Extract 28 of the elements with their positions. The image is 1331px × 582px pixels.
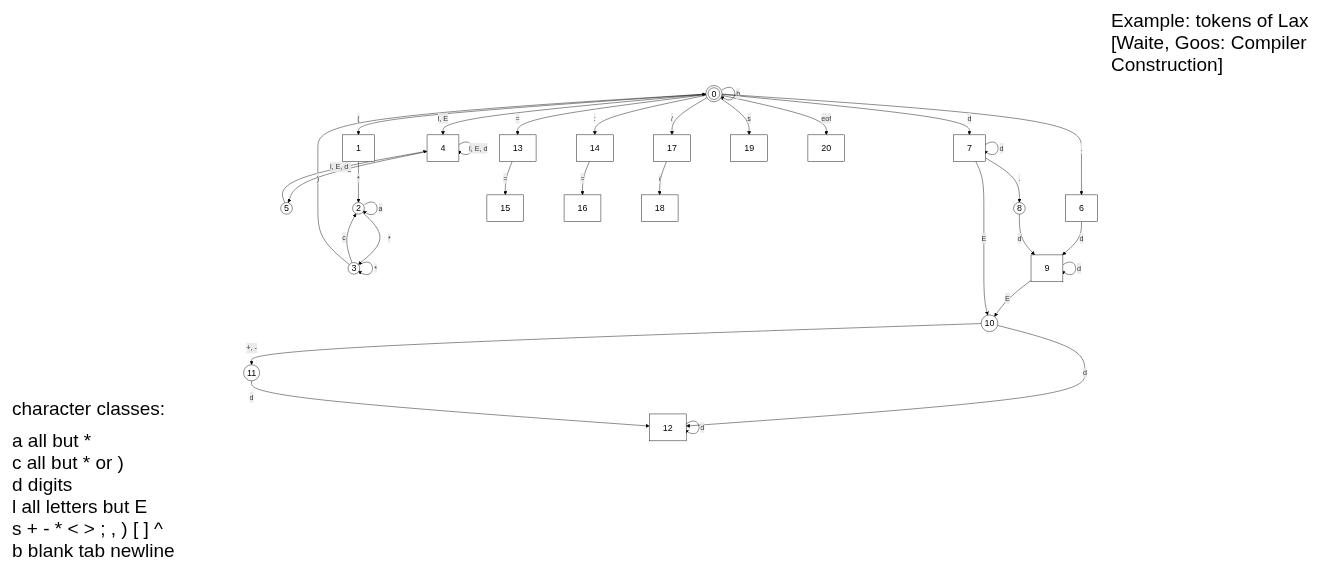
- node-box: 1: [342, 134, 375, 162]
- node-box: 12: [649, 413, 687, 442]
- legend-entry: c all but * or ): [12, 452, 125, 474]
- node-circle: 5: [280, 202, 293, 215]
- node-box: 17: [653, 134, 691, 162]
- legend-entry: d digits: [12, 474, 74, 496]
- legend-entry: l all letters but E: [12, 496, 149, 518]
- node-circle: 2: [352, 202, 365, 215]
- node-box: 16: [563, 194, 602, 222]
- legend-entry: a all but *: [12, 430, 93, 452]
- node-circle: 10: [980, 314, 999, 332]
- node-box: 7: [953, 134, 986, 162]
- node-box: 20: [807, 134, 845, 162]
- node-circle: 8: [1013, 202, 1026, 215]
- node-box: 15: [486, 194, 524, 222]
- node-box: 13: [499, 134, 537, 162]
- legend-entry: s + - * < > ; , ) [ ] ^: [12, 518, 164, 540]
- legend-entry: b blank tab newline: [12, 540, 176, 562]
- node-box: 14: [576, 134, 614, 162]
- node-box: 6: [1065, 194, 1098, 222]
- node-circle: 11: [243, 364, 260, 382]
- legend-heading: character classes:: [12, 398, 167, 420]
- node-box: 19: [730, 134, 768, 162]
- node-box: 9: [1030, 254, 1064, 282]
- node-box: 4: [426, 134, 460, 162]
- note-text: Example: tokens of Lax [Waite, Goos: Compiler Construction]: [1111, 10, 1310, 76]
- node-circle: 3: [347, 262, 360, 275]
- node-box: 18: [641, 194, 679, 222]
